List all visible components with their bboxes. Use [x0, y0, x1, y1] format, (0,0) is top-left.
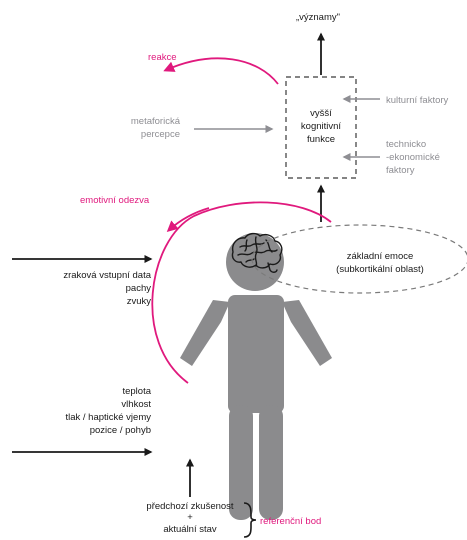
brain-icon: [231, 232, 283, 273]
emotional-response-arrow: [166, 207, 210, 233]
visual-input-label: zraková vstupní data: [63, 270, 151, 281]
sounds-label: zvuky: [127, 296, 152, 307]
basic-emotions-label-line1: základní emoce: [347, 251, 414, 262]
metaphoric-label-line2: percepce: [141, 129, 180, 140]
cognitive-box: [285, 76, 357, 179]
smells-label: pachy: [126, 283, 152, 294]
cultural-label: kulturní faktory: [386, 95, 449, 106]
current-state-label: aktuální stav: [163, 524, 217, 535]
meanings-label: „významy": [296, 12, 340, 23]
techeco-label-line1: technicko: [386, 139, 426, 150]
cognitive-label-line1: vyšší: [310, 108, 332, 119]
techeco-label-line3: faktory: [386, 165, 415, 176]
reaction-label: reakce: [148, 52, 177, 63]
reference-brace: [243, 502, 257, 538]
metaphoric-label-line1: metaforická: [131, 116, 181, 127]
person-silhouette-icon: [180, 233, 332, 520]
techeco-label-line2: -ekonomické: [386, 152, 440, 163]
temperature-label: teplota: [122, 386, 151, 397]
cognitive-label-line2: kognitivní: [301, 121, 341, 132]
basic-emotions-ellipse: [251, 224, 467, 294]
plus-label: +: [187, 512, 193, 523]
pressure-haptic-label: tlak / haptické vjemy: [65, 412, 151, 423]
emotional-response-loop: [151, 201, 332, 384]
position-motion-label: pozice / pohyb: [90, 425, 151, 436]
prior-experience-label: předchozí zkušenost: [146, 501, 233, 512]
basic-emotions-label-line2: (subkortikální oblast): [336, 264, 424, 275]
emotional-response-label: emotivní odezva: [80, 195, 150, 206]
humidity-label: vlhkost: [121, 399, 151, 410]
cognitive-label-line3: funkce: [307, 134, 335, 145]
reaction-arc: [163, 57, 279, 85]
reference-point-label: referenční bod: [260, 516, 321, 527]
